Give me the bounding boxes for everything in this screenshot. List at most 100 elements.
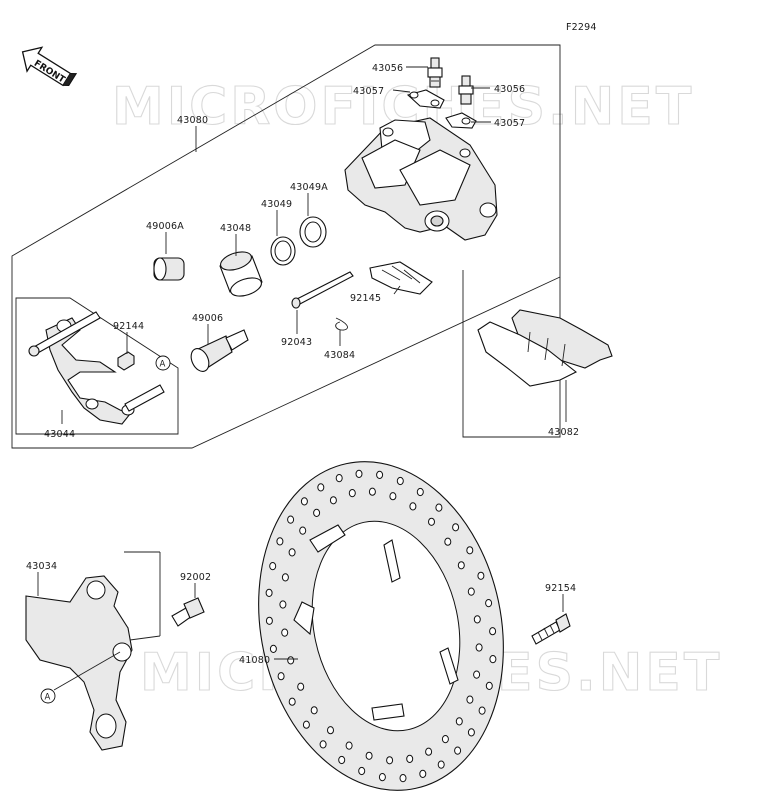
disc-vent-hole bbox=[475, 643, 483, 652]
disc-vent-hole bbox=[327, 726, 334, 735]
disc-vent-hole bbox=[399, 774, 407, 783]
pad-pin-92043 bbox=[291, 271, 354, 309]
svg-text:A: A bbox=[160, 360, 166, 370]
disc-vent-hole bbox=[485, 599, 493, 608]
piston-43048 bbox=[219, 251, 263, 297]
disc-vent-hole bbox=[329, 496, 337, 505]
seal-43049A bbox=[299, 216, 327, 248]
disc-vent-hole bbox=[288, 697, 296, 706]
disc-vent-hole bbox=[302, 720, 310, 729]
label-43048: 43048 bbox=[220, 223, 251, 234]
brake-disc-41080 bbox=[258, 461, 504, 791]
disc-vent-hole bbox=[269, 644, 277, 654]
caliper-bracket-43044 bbox=[28, 311, 165, 425]
caliper-body bbox=[344, 117, 498, 241]
bolt-92002 bbox=[171, 597, 205, 627]
disc-vent-hole bbox=[355, 469, 363, 478]
disc-vent-hole bbox=[288, 548, 296, 557]
seal-43049 bbox=[270, 236, 296, 266]
disc-vent-hole bbox=[485, 681, 493, 691]
brake-pads-43082 bbox=[477, 309, 613, 387]
disc-vent-hole bbox=[319, 740, 327, 749]
disc-bolt-92154 bbox=[531, 613, 571, 645]
disc-vent-hole bbox=[335, 474, 343, 483]
pin-92144 bbox=[117, 351, 135, 371]
disc-vent-hole bbox=[276, 537, 284, 546]
disc-vent-hole bbox=[452, 523, 460, 532]
disc-vent-hole bbox=[489, 627, 497, 636]
disc-vent-hole bbox=[428, 517, 435, 526]
svg-text:A: A bbox=[45, 693, 51, 703]
pad-spring-92145 bbox=[369, 261, 433, 295]
label-43082: 43082 bbox=[548, 427, 579, 438]
label-43080: 43080 bbox=[177, 115, 208, 126]
disc-vent-hole bbox=[279, 600, 287, 609]
disc-vent-hole bbox=[457, 561, 465, 570]
disc-vent-hole bbox=[478, 706, 486, 715]
disc-vent-hole bbox=[409, 502, 417, 511]
disc-vent-hole bbox=[473, 615, 481, 624]
label-43056-left: 43056 bbox=[372, 63, 403, 74]
disc-vent-hole bbox=[265, 616, 273, 625]
disc-vent-hole bbox=[378, 773, 386, 782]
boot-49006A bbox=[153, 257, 185, 281]
ref-mark-upper: A bbox=[155, 355, 171, 371]
disc-vent-hole bbox=[467, 728, 475, 737]
label-92002: 92002 bbox=[180, 572, 211, 583]
disc-vent-hole bbox=[386, 756, 394, 765]
disc-vent-hole bbox=[441, 735, 449, 744]
label-92154: 92154 bbox=[545, 583, 576, 594]
disc-vent-hole bbox=[358, 766, 366, 776]
disc-vent-hole bbox=[466, 695, 474, 704]
disc-vent-hole bbox=[368, 487, 376, 496]
label-41080: 41080 bbox=[239, 655, 270, 666]
disc-vent-hole bbox=[281, 628, 289, 637]
label-43049A: 43049A bbox=[290, 182, 328, 193]
disc-vent-hole bbox=[299, 526, 307, 535]
disc-vent-hole bbox=[287, 656, 295, 665]
bleeder-valve-left bbox=[427, 57, 443, 88]
label-92144: 92144 bbox=[113, 321, 144, 332]
label-92043: 92043 bbox=[281, 337, 312, 348]
boot-49006 bbox=[190, 329, 249, 372]
clip-43084 bbox=[335, 317, 348, 331]
figure-code: F2294 bbox=[566, 22, 597, 33]
disc-vent-hole bbox=[444, 537, 452, 546]
ref-mark-lower: A bbox=[40, 688, 56, 704]
disc-vent-hole bbox=[406, 754, 414, 764]
disc-vent-hole bbox=[348, 489, 356, 498]
label-43044: 43044 bbox=[44, 429, 75, 440]
disc-vent-hole bbox=[310, 706, 318, 715]
label-43057-right: 43057 bbox=[494, 118, 525, 129]
leader-lines bbox=[37, 66, 567, 691]
bleeder-cap-left bbox=[406, 89, 445, 109]
disc-vent-hole bbox=[376, 470, 384, 479]
disc-vent-hole bbox=[473, 670, 481, 679]
disc-vent-hole bbox=[455, 717, 463, 726]
disc-vent-hole bbox=[425, 747, 433, 756]
disc-vent-hole bbox=[419, 769, 427, 779]
disc-vent-hole bbox=[269, 562, 277, 571]
disc-vent-hole bbox=[466, 546, 474, 555]
label-49006A: 49006A bbox=[146, 221, 184, 232]
disc-vent-hole bbox=[489, 655, 497, 664]
disc-vent-hole bbox=[338, 755, 346, 765]
label-43057-left: 43057 bbox=[353, 86, 384, 97]
label-43034: 43034 bbox=[26, 561, 57, 572]
disc-vent-hole bbox=[435, 503, 443, 512]
disc-vent-hole bbox=[416, 487, 424, 497]
disc-vent-hole bbox=[437, 760, 445, 769]
disc-vent-hole bbox=[345, 741, 353, 750]
disc-vent-hole bbox=[281, 573, 289, 582]
label-43084: 43084 bbox=[324, 350, 355, 361]
caliper-mount-43034 bbox=[25, 575, 133, 751]
front-arrow-icon: FRONT bbox=[21, 46, 78, 87]
disc-vent-hole bbox=[389, 492, 397, 501]
label-92145: 92145 bbox=[350, 293, 381, 304]
disc-vent-hole bbox=[477, 571, 485, 580]
label-43056-right: 43056 bbox=[494, 84, 525, 95]
disc-vent-hole bbox=[287, 515, 295, 524]
disc-vent-hole bbox=[300, 497, 308, 506]
bleeder-valve-right bbox=[458, 75, 474, 105]
